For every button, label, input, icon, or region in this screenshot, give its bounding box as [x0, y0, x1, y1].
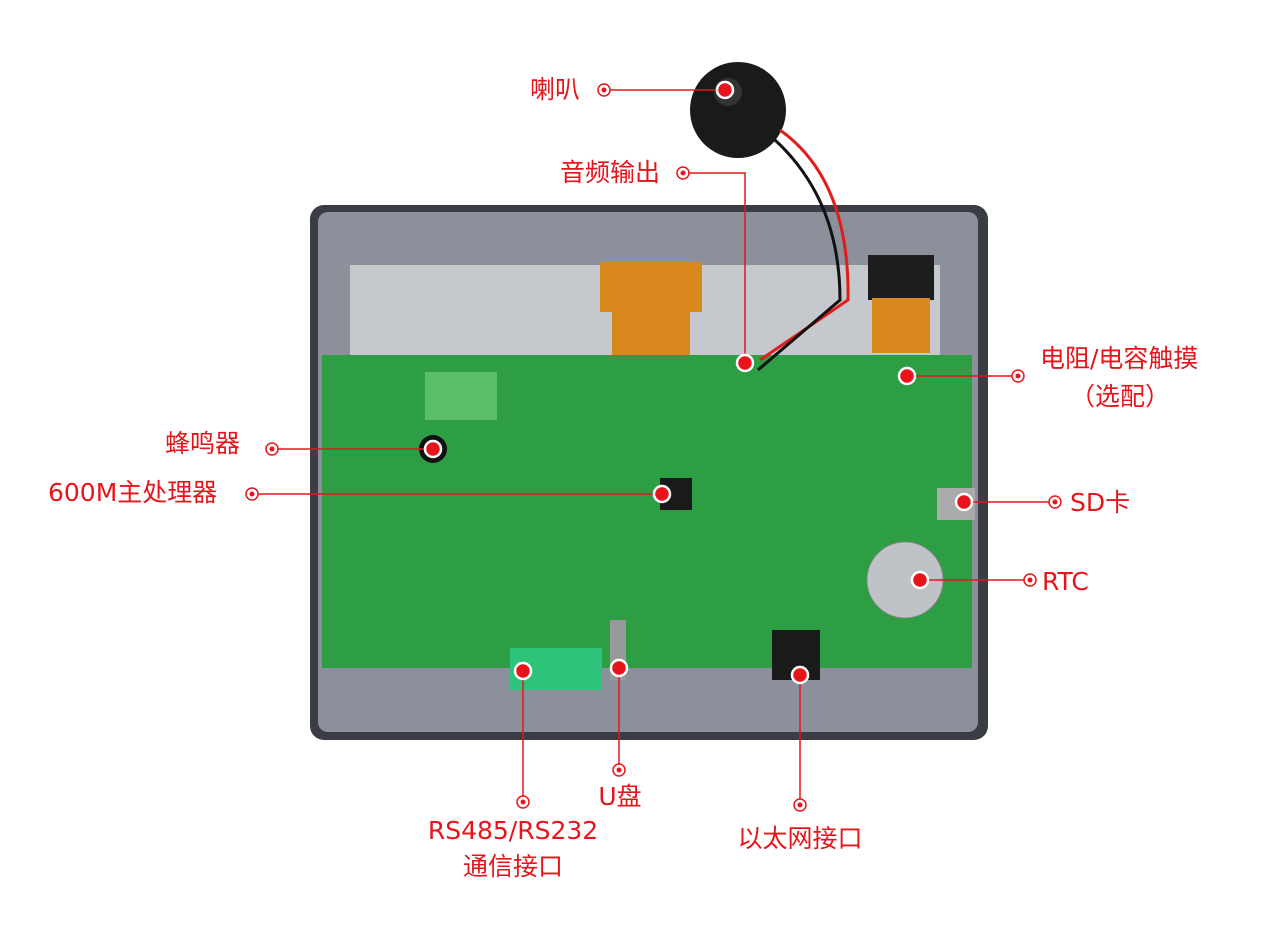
- label-buzzer: 蜂鸣器: [165, 429, 241, 458]
- label-audio-out: 音频输出: [560, 158, 661, 187]
- label-touch: 电阻/电容触摸: [1040, 344, 1199, 373]
- pcb-board: [322, 355, 972, 668]
- speaker-part: [690, 62, 786, 158]
- label-serial: RS485/RS232: [427, 816, 599, 845]
- leader-lines: [252, 89, 1055, 805]
- label-rtc: RTC: [1042, 567, 1089, 596]
- label-usb: U盘: [598, 782, 642, 811]
- label-touch-optional: （选配）: [1070, 382, 1171, 411]
- label-serial-sub: 通信接口: [462, 852, 563, 881]
- label-speaker: 喇叭: [530, 75, 581, 104]
- callout-dots: [423, 80, 974, 685]
- label-ethernet: 以太网接口: [737, 824, 863, 853]
- label-sd: SD卡: [1070, 488, 1131, 517]
- touch-fpc: [868, 255, 934, 300]
- label-cpu: 600M主处理器: [48, 478, 218, 507]
